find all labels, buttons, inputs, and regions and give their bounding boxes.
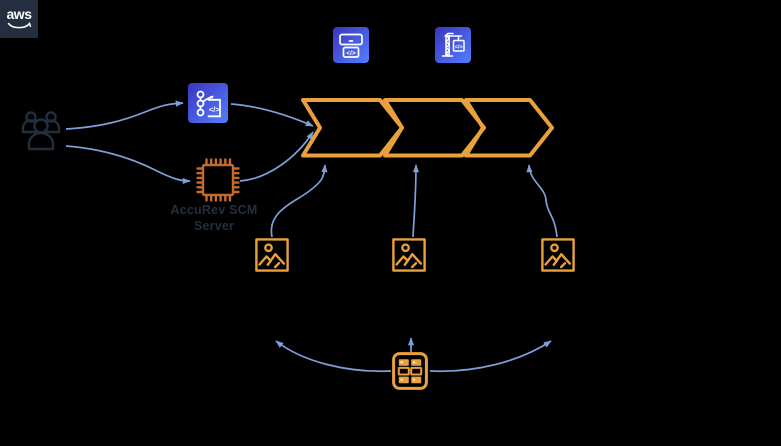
pipeline-stage-2: [383, 98, 486, 158]
pipeline-stage-3: [464, 98, 554, 158]
container-image-icon-3: [541, 238, 575, 272]
code-glyph: </>: [455, 44, 463, 50]
accurev-server-label-line2: Server: [193, 219, 235, 233]
pipeline-stage-1: [301, 98, 404, 158]
arrow-users-to-repo: [65, 100, 184, 130]
pipeline-stages: [301, 98, 554, 158]
accurev-server-label: AccuRev SCM Server: [154, 202, 274, 234]
arrow-image1-to-stage1: [270, 164, 328, 238]
aws-smile-icon: [7, 21, 32, 29]
users-group-icon: [21, 111, 61, 151]
arrow-registry-to-left: [275, 340, 392, 373]
accurev-chip-icon: [196, 158, 240, 202]
arrow-accurev-to-pipeline: [239, 131, 314, 182]
code-glyph: </>: [209, 105, 220, 114]
accurev-server-label-line1: AccuRev SCM: [170, 203, 258, 217]
container-image-icon-2: [392, 238, 426, 272]
aws-logo-background: [0, 0, 38, 38]
connector-arrows: [65, 100, 558, 373]
arrow-users-to-accurev: [65, 145, 191, 185]
codebuild-icon: </>: [435, 27, 471, 63]
code-glyph: </>: [346, 50, 356, 57]
arrow-registry-to-right: [429, 340, 552, 373]
container-image-icon-1: [255, 238, 289, 272]
codepipeline-icon: </>: [333, 27, 369, 63]
arrow-image2-to-stage2: [412, 164, 420, 238]
arrow-repo-to-pipeline: [230, 103, 314, 127]
code-repository-git-icon: </>: [188, 83, 228, 123]
container-registry-icon: [392, 352, 428, 390]
aws-logo: aws: [0, 0, 38, 38]
aws-logo-text: aws: [7, 6, 33, 22]
branch-arrowhead: [210, 95, 214, 99]
arrow-image3-to-stage3: [526, 164, 558, 238]
